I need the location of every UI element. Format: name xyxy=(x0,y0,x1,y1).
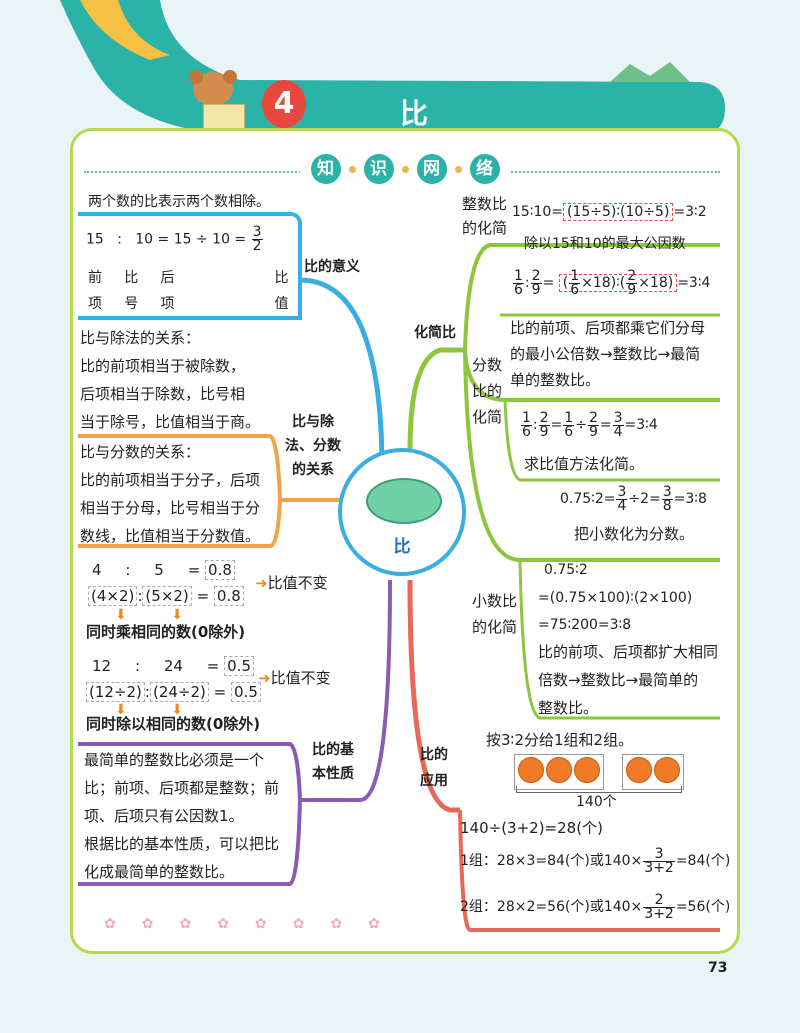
decimal-ratio-line: 比的前项、后项都扩大相同 xyxy=(538,643,719,661)
orange-icon xyxy=(574,757,600,783)
decimal-ratio-line: =(0.75×100)∶(2×100) xyxy=(538,590,693,606)
int-ratio-equation: 15∶10=(15÷5)∶(10÷5)=3∶2 xyxy=(512,203,707,221)
frac-ratio-label: 分数比的化简 xyxy=(472,356,503,426)
simplest-line: 项、后项只有公因数1。 xyxy=(84,807,244,825)
orange-group-2 xyxy=(622,754,684,790)
frac-ratio-text: 单的整数比。 xyxy=(510,371,601,389)
decimal-ratio-line: =75∶200=3∶8 xyxy=(538,617,632,633)
property1-tag: ➜比值不变 xyxy=(255,574,328,592)
orange-down-arrow-icon: ⬇ ⬇ xyxy=(115,607,183,623)
property1-row2: (4×2):(5×2) = 0.8 xyxy=(88,586,244,606)
orange-down-arrow-icon: ⬇ ⬇ xyxy=(115,702,183,718)
frac-ratio-note: 求比值方法化简。 xyxy=(524,455,645,473)
orange-icon xyxy=(626,757,652,783)
branch-meaning: 比的意义 xyxy=(304,259,360,275)
division-line: 比的前项相当于被除数， xyxy=(80,357,246,375)
fraction-relation-line: 数线，比值相当于分数值。 xyxy=(80,527,261,545)
total-bracket xyxy=(516,786,682,793)
section-title-char: 络 xyxy=(469,154,500,184)
flowers-decoration: ✿✿✿✿✿✿✿✿ xyxy=(104,916,406,932)
chapter-badge: 4 xyxy=(262,80,306,128)
orange-icon xyxy=(518,757,544,783)
property2-row1: 12 : 24 = 0.5 xyxy=(92,656,254,676)
decimal-ratio-line: 倍数→整数比→最简单的 xyxy=(538,671,699,689)
meaning-labels: 前 比 后比 xyxy=(88,270,289,286)
division-line: 后项相当于除数，比号相 xyxy=(80,385,246,403)
orange-icon xyxy=(546,757,572,783)
property2-tag: ➜比值不变 xyxy=(258,669,331,687)
branch-application: 比的应用 xyxy=(420,747,448,789)
simplest-line: 根据比的基本性质，可以把比 xyxy=(84,835,280,853)
branch-simplify: 化简比 xyxy=(414,325,456,341)
frac-ratio-text: 的最小公倍数→整数比→最简 xyxy=(510,345,701,363)
branch-basic-property: 比的基本性质 xyxy=(312,742,354,782)
fraction-relation-title: 比与分数的关系： xyxy=(80,443,201,461)
property1-row1: 4 : 5 = 0.8 xyxy=(92,560,235,580)
decimal-ratio-label: 小数比的化简 xyxy=(472,592,518,636)
simplest-line: 比；前项、后项都是整数；前 xyxy=(84,779,280,797)
division-title: 比与除法的关系： xyxy=(80,329,201,347)
simplest-line: 最简单的整数比必须是一个 xyxy=(84,751,265,769)
int-ratio-note: 除以15和10的最大公因数 xyxy=(524,236,686,252)
decimal-ratio-line: 整数比。 xyxy=(538,699,599,717)
property2-row2: (12÷2):(24÷2) = 0.5 xyxy=(86,682,261,702)
division-line: 当于除号，比值相当于商。 xyxy=(80,413,261,431)
fraction-relation-line: 比的前项相当于分子，后项 xyxy=(80,471,261,489)
fraction-relation-line: 相当于分母，比号相当于分 xyxy=(80,499,261,517)
branch-relation: 比与除法、分数的关系 xyxy=(285,414,341,478)
int-ratio-label: 整数比的化简 xyxy=(462,195,508,237)
section-title-char: 识 xyxy=(363,154,394,184)
page-number: 73 xyxy=(708,960,728,976)
meaning-labels-2: 项 号 项值 xyxy=(88,296,289,312)
meaning-intro: 两个数的比表示两个数相除。 xyxy=(88,194,270,210)
application-total: 140个 xyxy=(576,794,617,810)
frac-ratio-text: 比的前项、后项都乘它们分母 xyxy=(510,319,706,337)
property2-note: 同时除以相同的数(0除外) xyxy=(86,715,261,733)
orange-icon xyxy=(654,757,680,783)
decimal-ratio-note: 把小数化为分数。 xyxy=(574,525,695,543)
property1-note: 同时乘相同的数(0除外) xyxy=(86,623,246,641)
orange-group-1 xyxy=(514,754,604,790)
application-task: 按3∶2分给1组和2组。 xyxy=(486,731,634,749)
section-title-char: 知 xyxy=(310,154,341,184)
center-label: 比 xyxy=(393,537,411,557)
simplest-line: 化成最简单的整数比。 xyxy=(84,863,235,881)
section-title: 知识网络 xyxy=(300,154,510,188)
chapter-title: 比 xyxy=(400,97,429,130)
decimal-ratio-line: 0.75∶2 xyxy=(544,562,588,578)
bear-icon xyxy=(185,70,245,132)
section-title-char: 网 xyxy=(416,154,447,184)
center-node: 比 xyxy=(338,448,466,576)
application-line1: 140÷(3+2)=28(个) xyxy=(460,819,603,837)
